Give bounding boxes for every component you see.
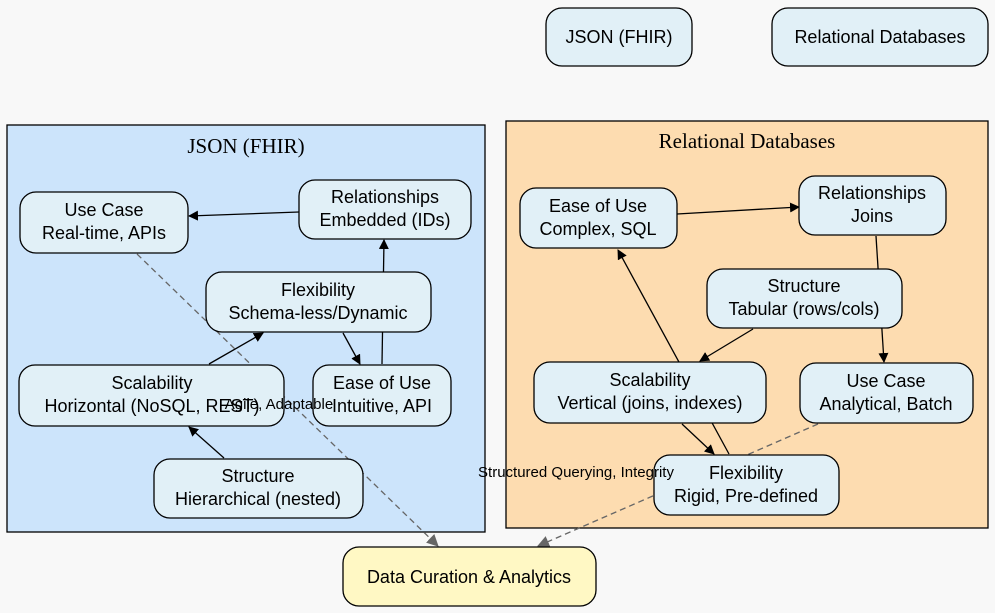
json-scalability-detail: Horizontal (NoSQL, REST)	[44, 396, 259, 416]
rel-structure-title: Structure	[767, 276, 840, 296]
target-label: Data Curation & Analytics	[367, 567, 571, 587]
relational-cluster-title: Relational Databases	[659, 129, 836, 153]
json-ease-of-use-node: Ease of Use Intuitive, API	[312, 364, 452, 427]
rel-scalability-title: Scalability	[609, 370, 690, 390]
json-relationships-detail: Embedded (IDs)	[319, 210, 450, 230]
rel-relationships-title: Relationships	[818, 183, 926, 203]
json-use-case-title: Use Case	[64, 200, 143, 220]
rel-ease-of-use-detail: Complex, SQL	[539, 219, 656, 239]
json-relationships-node: Relationships Embedded (IDs)	[298, 179, 472, 240]
rel-structure-node: Structure Tabular (rows/cols)	[706, 268, 903, 329]
rel-flexibility-node: Flexibility Rigid, Pre-defined	[653, 454, 840, 516]
rel-relationships-detail: Joins	[851, 206, 893, 226]
rel-relationships-node: Relationships Joins	[798, 175, 947, 236]
json-use-case-detail: Real-time, APIs	[42, 223, 166, 243]
json-flexibility-title: Flexibility	[281, 280, 355, 300]
json-scalability-title: Scalability	[111, 373, 192, 393]
rel-use-case-detail: Analytical, Batch	[819, 394, 952, 414]
json-scalability-node: Scalability Horizontal (NoSQL, REST)	[18, 364, 285, 427]
rel-ease-of-use-node: Ease of Use Complex, SQL	[519, 187, 678, 249]
rel-structure-detail: Tabular (rows/cols)	[728, 299, 879, 319]
rel-flexibility-title: Flexibility	[709, 463, 783, 483]
rel-use-case-node: Use Case Analytical, Batch	[799, 362, 974, 424]
rel-ease-of-use-title: Ease of Use	[549, 196, 647, 216]
edge-rel-structure-to-scalability	[699, 328, 754, 362]
rel-use-case-title: Use Case	[846, 371, 925, 391]
legend-json-node: JSON (FHIR)	[545, 7, 693, 67]
json-cluster-title: JSON (FHIR)	[187, 134, 304, 158]
json-ease-of-use-detail: Intuitive, API	[332, 396, 432, 416]
edge-rel-easeofuse-to-relationships	[676, 202, 800, 215]
target-node: Data Curation & Analytics	[342, 546, 597, 607]
rel-flexibility-detail: Rigid, Pre-defined	[674, 486, 818, 506]
json-structure-detail: Hierarchical (nested)	[175, 489, 341, 509]
legend-json-label: JSON (FHIR)	[566, 27, 673, 47]
legend-relational-label: Relational Databases	[794, 27, 965, 47]
json-flexibility-node: Flexibility Schema-less/Dynamic	[205, 271, 432, 333]
edge-json-relationships-to-usecase	[188, 210, 300, 221]
rel-scalability-node: Scalability Vertical (joins, indexes)	[533, 361, 767, 424]
json-structure-node: Structure Hierarchical (nested)	[153, 458, 364, 519]
json-target-edge-label: Agile, Adaptable	[225, 396, 333, 413]
json-relationships-title: Relationships	[331, 187, 439, 207]
json-use-case-node: Use Case Real-time, APIs	[19, 191, 189, 254]
relational-target-edge-label: Structured Querying, Integrity	[478, 464, 674, 481]
rel-scalability-detail: Vertical (joins, indexes)	[557, 393, 742, 413]
edge-json-structure-to-scalability	[188, 426, 225, 459]
edge-json-scalability-to-flexibility	[208, 332, 264, 365]
json-structure-title: Structure	[221, 466, 294, 486]
json-flexibility-detail: Schema-less/Dynamic	[228, 303, 407, 323]
edge-rel-scalability-to-flexibility	[681, 423, 715, 455]
edge-json-flexibility-to-easeofuse	[342, 332, 361, 365]
json-ease-of-use-title: Ease of Use	[333, 373, 431, 393]
legend-relational-node: Relational Databases	[771, 7, 989, 67]
